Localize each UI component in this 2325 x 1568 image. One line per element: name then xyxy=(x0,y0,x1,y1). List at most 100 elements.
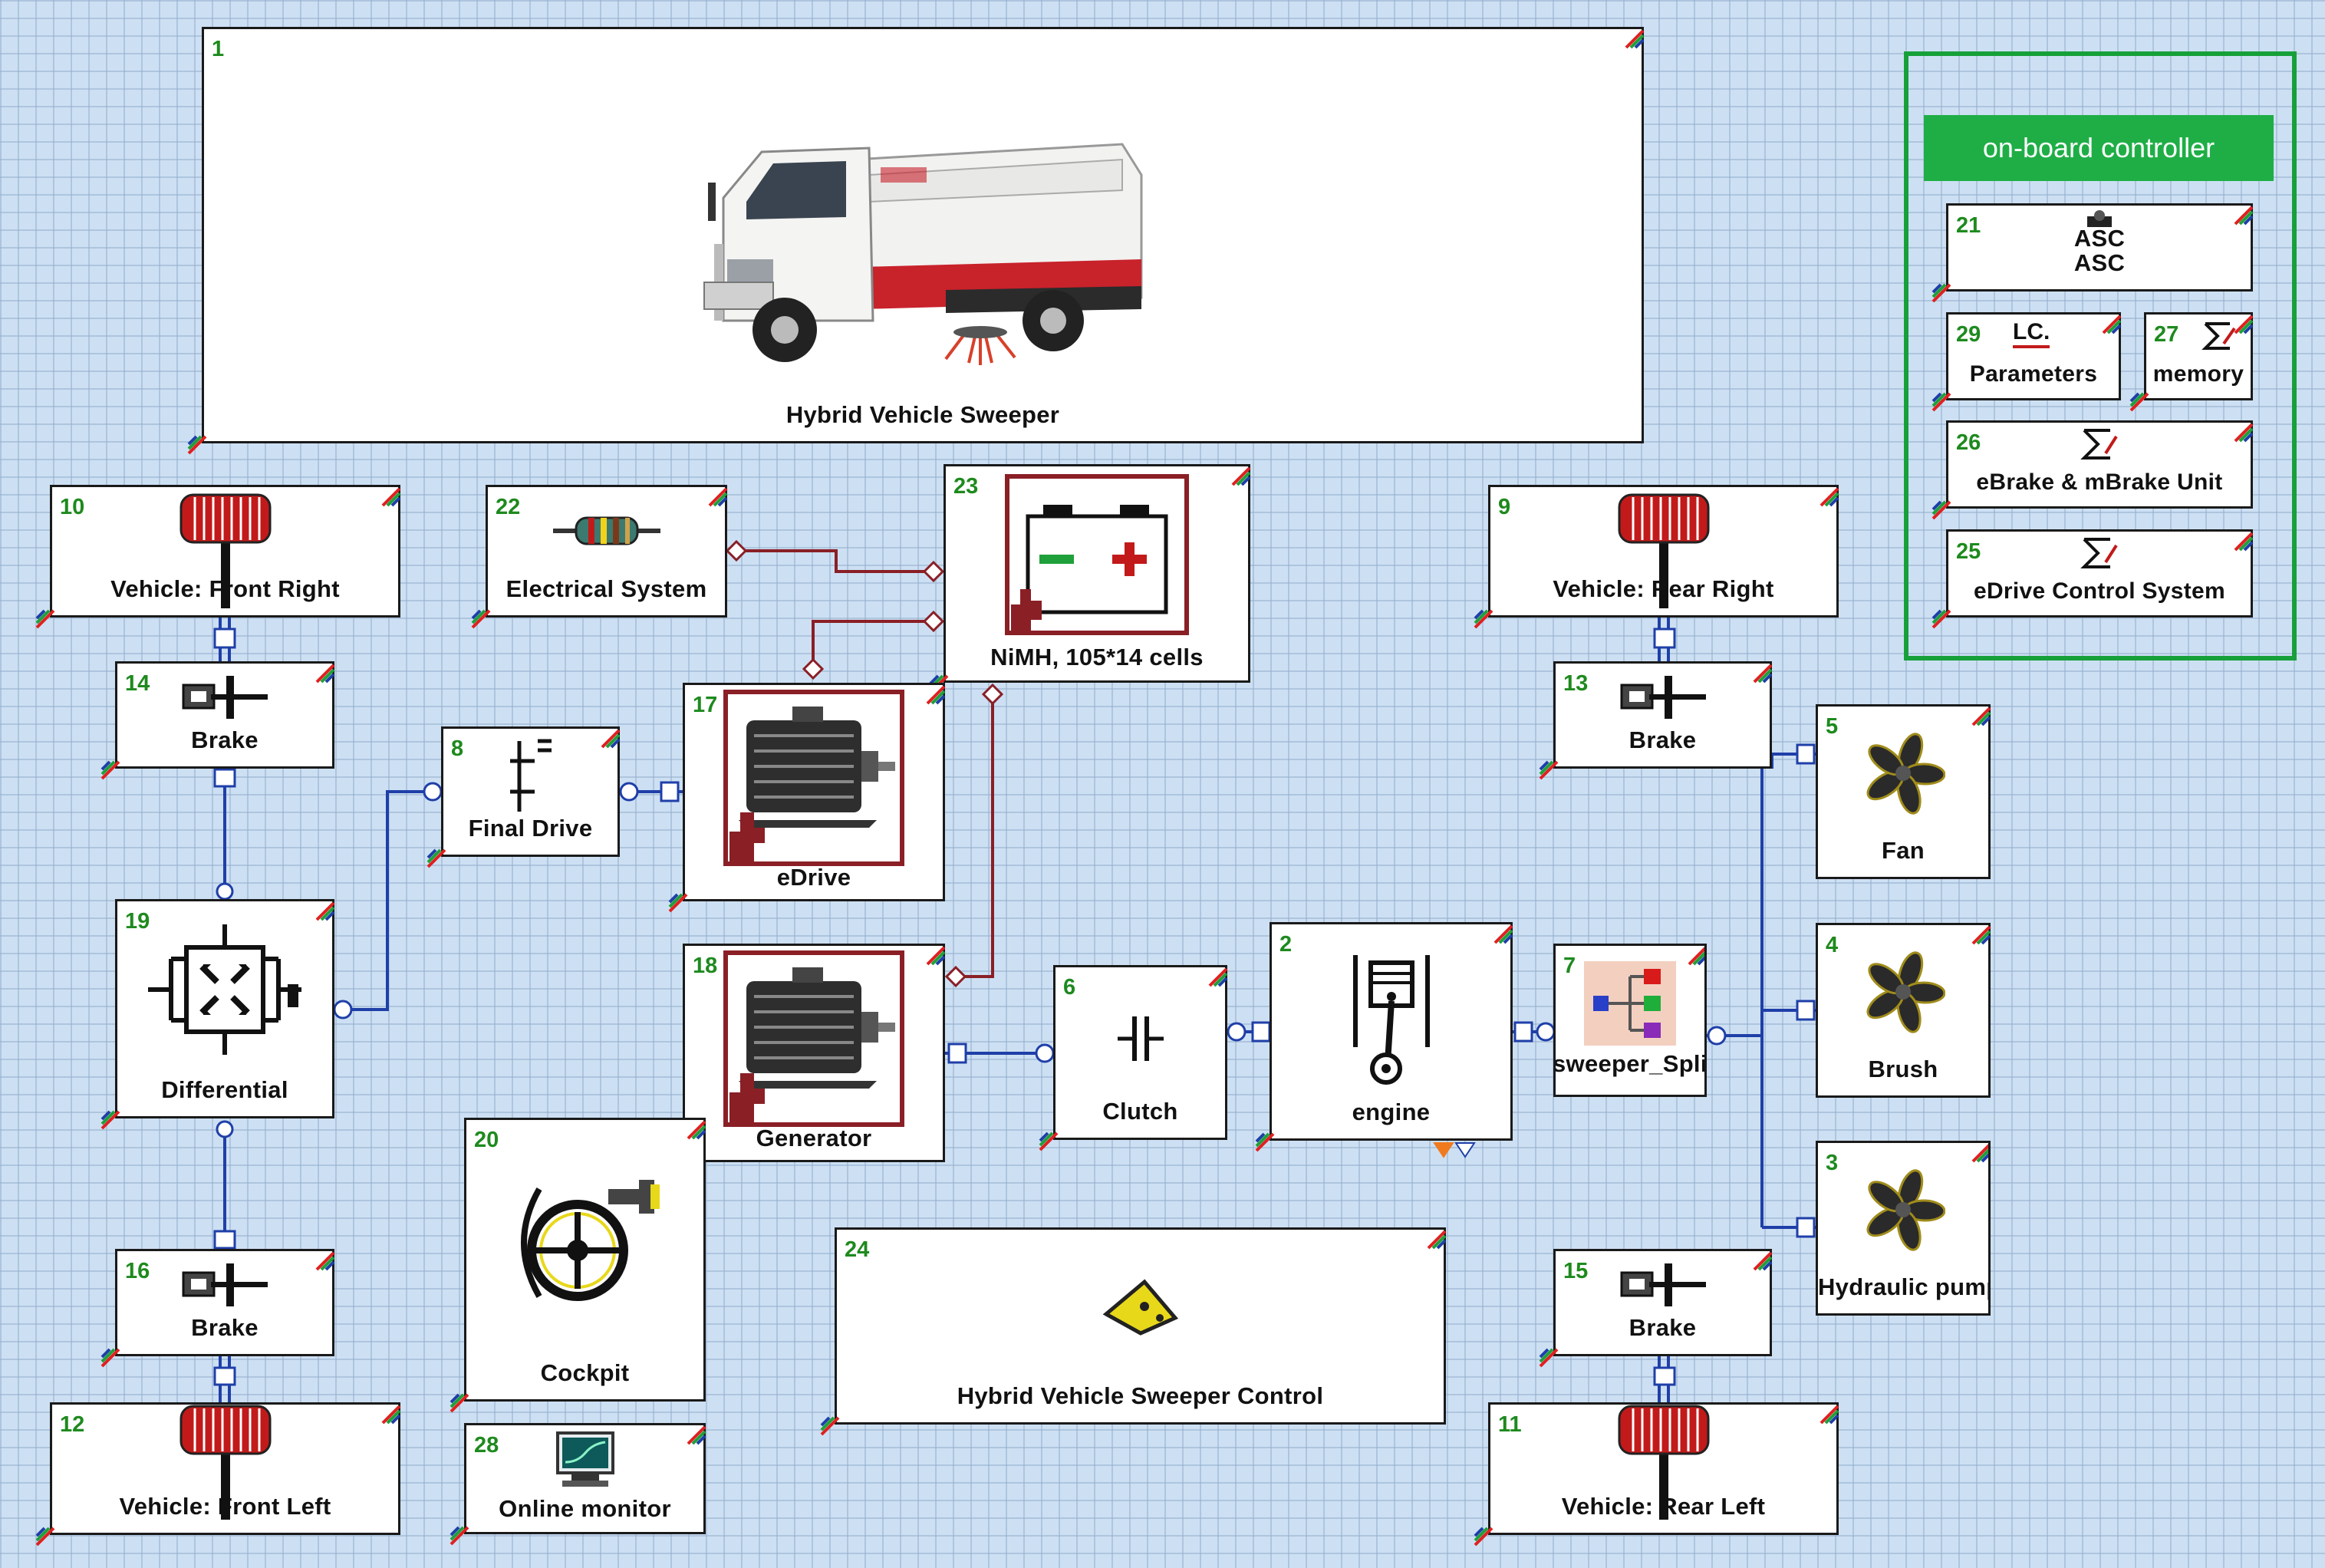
port-top-right-icon xyxy=(1971,1144,1988,1163)
sigma-control-icon xyxy=(2080,429,2118,460)
block-generator[interactable]: 18 Generator xyxy=(668,944,946,1174)
block-number: 3 xyxy=(1826,1151,1839,1175)
block-label: engine xyxy=(1352,1099,1431,1125)
lc-parameters-icon: LC. xyxy=(2013,319,2050,348)
block-label: Final Drive xyxy=(468,815,593,842)
block-number: 1 xyxy=(212,37,225,61)
block-brush[interactable]: 4 Brush xyxy=(1816,923,1991,1098)
block-label-line1: ASC xyxy=(2073,225,2126,252)
port-top-right-icon xyxy=(315,664,335,684)
block-number: 19 xyxy=(125,909,150,934)
block-hydraulic-pump[interactable]: 3 Hydraulic pump xyxy=(1816,1141,1991,1316)
block-differential[interactable]: 19 Differential xyxy=(100,899,335,1130)
port-bottom-left-icon xyxy=(2129,392,2149,412)
port-top-right-icon xyxy=(1427,1230,1447,1250)
block-number: 16 xyxy=(125,1259,150,1283)
port-bottom-left-icon xyxy=(1474,609,1493,629)
block-number: 21 xyxy=(1956,213,1981,238)
block-label: memory xyxy=(2152,361,2244,387)
block-vehicle-front-right[interactable]: 10 Vehicle: Front Right xyxy=(35,485,401,629)
block-brake-front-left[interactable]: 16 Brake xyxy=(100,1249,335,1368)
port-top-right-icon xyxy=(1971,707,1991,726)
block-label-line2: ASC xyxy=(2073,249,2126,276)
port-top-right-icon xyxy=(1971,925,1991,945)
block-memory[interactable]: 27 memory xyxy=(2129,312,2254,412)
port-top-right-icon xyxy=(926,946,946,966)
port-bottom-left-icon xyxy=(1255,1132,1275,1152)
port-top-right-icon xyxy=(1688,947,1704,966)
block-label: Generator xyxy=(756,1125,872,1151)
block-label: sweeper_Split xyxy=(1553,1050,1707,1077)
sigma-memory-icon xyxy=(2202,322,2236,350)
block-number: 20 xyxy=(474,1128,499,1152)
block-number: 22 xyxy=(496,495,521,519)
brake-icon xyxy=(1620,1263,1706,1306)
port-top-right-icon xyxy=(2234,532,2254,552)
block-label: Cockpit xyxy=(540,1359,630,1386)
block-ebrake-mbrake-unit[interactable]: 26 eBrake & mBrake Unit xyxy=(1931,420,2254,520)
block-brake-rear-left[interactable]: 15 Brake xyxy=(1539,1249,1773,1368)
block-number: 5 xyxy=(1826,714,1839,739)
block-number: 11 xyxy=(1498,1412,1522,1437)
block-number: 8 xyxy=(451,736,464,761)
block-asc[interactable]: 21 ASC ASC xyxy=(1931,203,2254,303)
block-brake-rear-right[interactable]: 13 Brake xyxy=(1539,661,1773,780)
port-top-right-icon xyxy=(2234,315,2254,334)
block-cockpit[interactable]: 20 Cockpit xyxy=(450,1118,706,1413)
port-bottom-left-icon xyxy=(471,609,491,629)
port-top-right-icon xyxy=(1819,487,1839,507)
block-label: eBrake & mBrake Unit xyxy=(1976,469,2223,495)
block-number: 15 xyxy=(1563,1259,1589,1283)
block-number: 4 xyxy=(1826,933,1839,957)
block-number: 7 xyxy=(1563,954,1576,978)
block-engine[interactable]: 2 engine xyxy=(1255,922,1513,1152)
block-label: eDrive Control System xyxy=(1973,578,2226,604)
port-top-right-icon xyxy=(1819,1405,1839,1425)
block-number: 29 xyxy=(1956,322,1981,347)
port-bottom-left-icon xyxy=(1931,609,1951,629)
gear-pair-icon xyxy=(509,739,552,812)
block-sweeper-split[interactable]: 7 sweeper_Split xyxy=(1553,944,1707,1097)
block-number: 14 xyxy=(125,671,150,696)
block-number: 24 xyxy=(845,1237,870,1262)
block-vehicle-rear-right[interactable]: 9 Vehicle: Rear Right xyxy=(1474,485,1839,629)
block-hybrid-vehicle-sweeper[interactable]: 1 Hybrid Vehicle Sweeper xyxy=(187,27,1645,455)
block-parameters[interactable]: 29 LC. Parameters xyxy=(1931,312,2122,412)
block-battery-nimh[interactable]: 23 NiMH, 105*14 cells xyxy=(929,464,1251,694)
block-label: Brake xyxy=(191,726,259,753)
port-top-right-icon xyxy=(1753,664,1773,684)
port-top-right-icon xyxy=(601,729,621,749)
block-label: eDrive xyxy=(776,864,851,891)
port-bottom-left-icon xyxy=(426,848,446,868)
block-number: 13 xyxy=(1563,671,1589,696)
port-bottom-left-icon xyxy=(1474,1527,1493,1547)
port-bottom-left-icon xyxy=(1931,283,1951,303)
split-tree-icon xyxy=(1584,961,1676,1046)
port-top-right-icon xyxy=(687,1120,706,1140)
block-online-monitor[interactable]: 28 Online monitor xyxy=(450,1423,706,1546)
port-bottom-left-icon xyxy=(668,893,688,913)
block-brake-front-right[interactable]: 14 Brake xyxy=(100,661,335,780)
steering-wheel-icon xyxy=(520,1180,660,1301)
block-number: 23 xyxy=(953,474,979,499)
cheese-wedge-icon xyxy=(1102,1279,1178,1336)
block-number: 18 xyxy=(693,954,718,978)
block-vehicle-front-left[interactable]: 12 Vehicle: Front Left xyxy=(35,1402,401,1547)
block-clutch[interactable]: 6 Clutch xyxy=(1039,965,1228,1151)
block-final-drive[interactable]: 8 Final Drive xyxy=(426,726,621,868)
clutch-icon xyxy=(1117,1016,1164,1061)
block-number: 27 xyxy=(2154,322,2179,347)
block-edrive[interactable]: 17 eDrive xyxy=(668,683,946,913)
port-top-right-icon xyxy=(2234,206,2254,226)
block-edrive-control-system[interactable]: 25 eDrive Control System xyxy=(1931,529,2254,629)
block-vehicle-rear-left[interactable]: 11 Vehicle: Rear Left xyxy=(1474,1402,1839,1547)
block-fan[interactable]: 5 Fan xyxy=(1816,704,1991,879)
block-electrical-system[interactable]: 22 Electrical System xyxy=(471,485,728,629)
block-label: Vehicle: Front Right xyxy=(110,575,340,602)
block-number: 25 xyxy=(1956,539,1981,564)
block-label: Fan xyxy=(1881,837,1925,864)
onboard-controller-title: on-board controller xyxy=(1924,115,2274,181)
port-bottom-left-icon xyxy=(820,1416,840,1436)
block-sweeper-control[interactable]: 24 Hybrid Vehicle Sweeper Control xyxy=(820,1227,1447,1436)
